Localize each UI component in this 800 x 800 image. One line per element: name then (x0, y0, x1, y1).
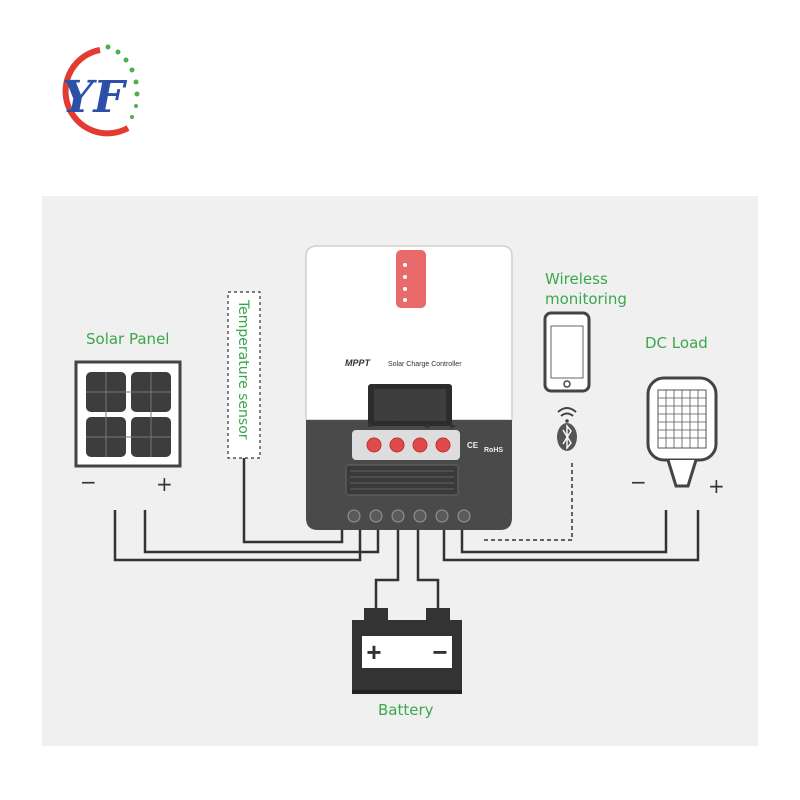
load-minus-sign: − (630, 470, 647, 494)
control-buttons (366, 437, 451, 453)
arrow-down-icon: ▼ (394, 422, 402, 429)
nav-arrows: ▲ ▼ ◀ ▶ (366, 422, 456, 430)
solar-panel-label: Solar Panel (86, 330, 170, 348)
wifi-icon (557, 407, 577, 417)
controller-title: Solar Charge Controller (388, 361, 462, 368)
battery-plus-sign: + (366, 637, 381, 667)
arrow-right-icon: ▶ (450, 423, 456, 430)
terminals (347, 509, 471, 523)
battery-minus-sign: − (432, 637, 447, 667)
dc-load-label: DC Load (645, 334, 708, 352)
phone-icon (543, 311, 591, 393)
yf-logo: YF (62, 44, 140, 137)
cert-ce: CE (467, 441, 479, 450)
arrow-up-icon: ▲ (366, 422, 373, 429)
wireless-link-dashed (484, 460, 573, 541)
wireless-monitoring-label-line1: Wireless (545, 270, 608, 288)
temperature-sensor-box (227, 291, 261, 459)
wireless-monitoring-label-line2: monitoring (545, 290, 627, 308)
wiring (113, 458, 700, 610)
arrow-left-icon: ◀ (423, 423, 429, 430)
bluetooth-icon (557, 423, 577, 451)
battery-label: Battery (378, 701, 434, 719)
solar-panel-icon (74, 360, 182, 468)
dc-load-lamp-icon (646, 376, 718, 488)
controller-brand: MPPT (345, 358, 372, 368)
solar-plus-sign: + (156, 472, 173, 496)
cert-rohs: RoHS (484, 447, 503, 454)
temperature-sensor-label: Temperature sensor (235, 300, 251, 440)
battery-icon: + − (352, 608, 462, 694)
logo-green-dots (105, 44, 140, 119)
load-plus-sign: + (708, 474, 725, 498)
logo-red-arc (62, 47, 130, 137)
logo-text: YF (62, 72, 127, 123)
charge-controller: MPPT Solar Charge Controller CE RoHS (305, 245, 513, 530)
solar-minus-sign: − (80, 470, 97, 494)
led-panel (396, 250, 426, 308)
